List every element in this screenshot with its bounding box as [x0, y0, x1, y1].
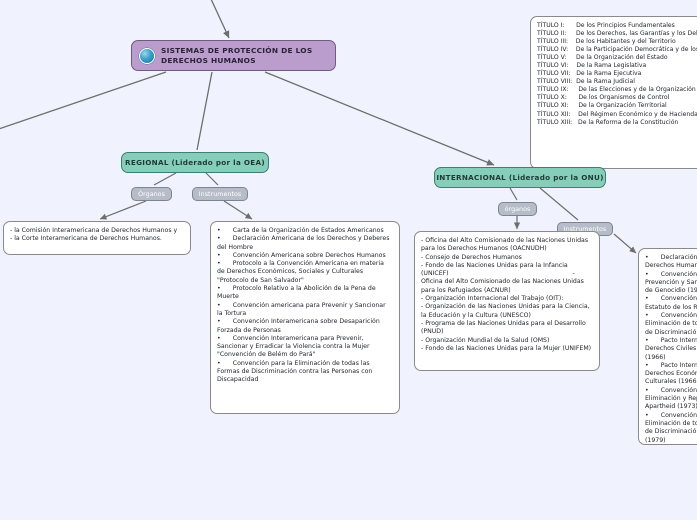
titulos-panel-text: TÍTULO I: De los Principios Fundamentale… [537, 22, 697, 126]
box-regional-instrumentos: • Carta de la Organización de Estados Am… [210, 221, 400, 414]
edge-root-left [0, 71, 167, 130]
edge-instrumentos-box-intl [613, 233, 637, 254]
edge-instrumentos-box-regional [223, 200, 253, 220]
box-regional-organos-text: - la Comisión Interamericana de Derechos… [10, 227, 178, 243]
box-internacional-organos-text: - Oficina del Alto Comisionado de las Na… [421, 237, 592, 352]
box-internacional-organos: - Oficina del Alto Comisionado de las Na… [414, 231, 600, 371]
box-internacional-instrumentos-text: • Declaración Universal de Derechos Huma… [645, 254, 697, 444]
chip-internacional-instrumentos-label: Instrumentos [563, 225, 607, 233]
branch-node-internacional[interactable]: INTERNACIONAL (Liderado por la ONU) [434, 167, 606, 188]
branch-regional-label: REGIONAL (Liderado por la OEA) [125, 158, 265, 167]
box-regional-instrumentos-text: • Carta de la Organización de Estados Am… [217, 227, 390, 384]
edge-regional-organos [153, 172, 177, 186]
box-internacional-instrumentos: • Declaración Universal de Derechos Huma… [638, 248, 697, 445]
edge-incoming-root [210, 0, 230, 39]
chip-internacional-organos[interactable]: órganos [498, 202, 537, 216]
edge-regional-instrumentos [205, 172, 219, 186]
chip-regional-organos[interactable]: Órganos [131, 187, 172, 201]
branch-node-regional[interactable]: REGIONAL (Liderado por la OEA) [121, 152, 269, 173]
edge-root-regional [196, 71, 213, 151]
branch-internacional-label: INTERNACIONAL (Liderado por la ONU) [436, 173, 604, 182]
edge-root-internacional [264, 71, 495, 166]
chip-regional-instrumentos[interactable]: Instrumentos [192, 187, 248, 201]
titulos-panel: TÍTULO I: De los Principios Fundamentale… [530, 16, 697, 169]
chip-regional-organos-label: Órganos [138, 190, 165, 198]
edge-organos-box-regional [99, 200, 147, 220]
chip-internacional-organos-label: órganos [504, 205, 531, 213]
globe-icon [139, 47, 155, 64]
edge-intl-organos [509, 187, 518, 201]
chip-regional-instrumentos-label: Instrumentos [198, 190, 242, 198]
box-regional-organos: - la Comisión Interamericana de Derechos… [3, 221, 191, 255]
edge-intl-instrumentos [539, 187, 579, 221]
root-node-label: SISTEMAS DE PROTECCIÓN DE LOS DERECHOS H… [161, 45, 313, 65]
root-node[interactable]: SISTEMAS DE PROTECCIÓN DE LOS DERECHOS H… [131, 40, 336, 71]
